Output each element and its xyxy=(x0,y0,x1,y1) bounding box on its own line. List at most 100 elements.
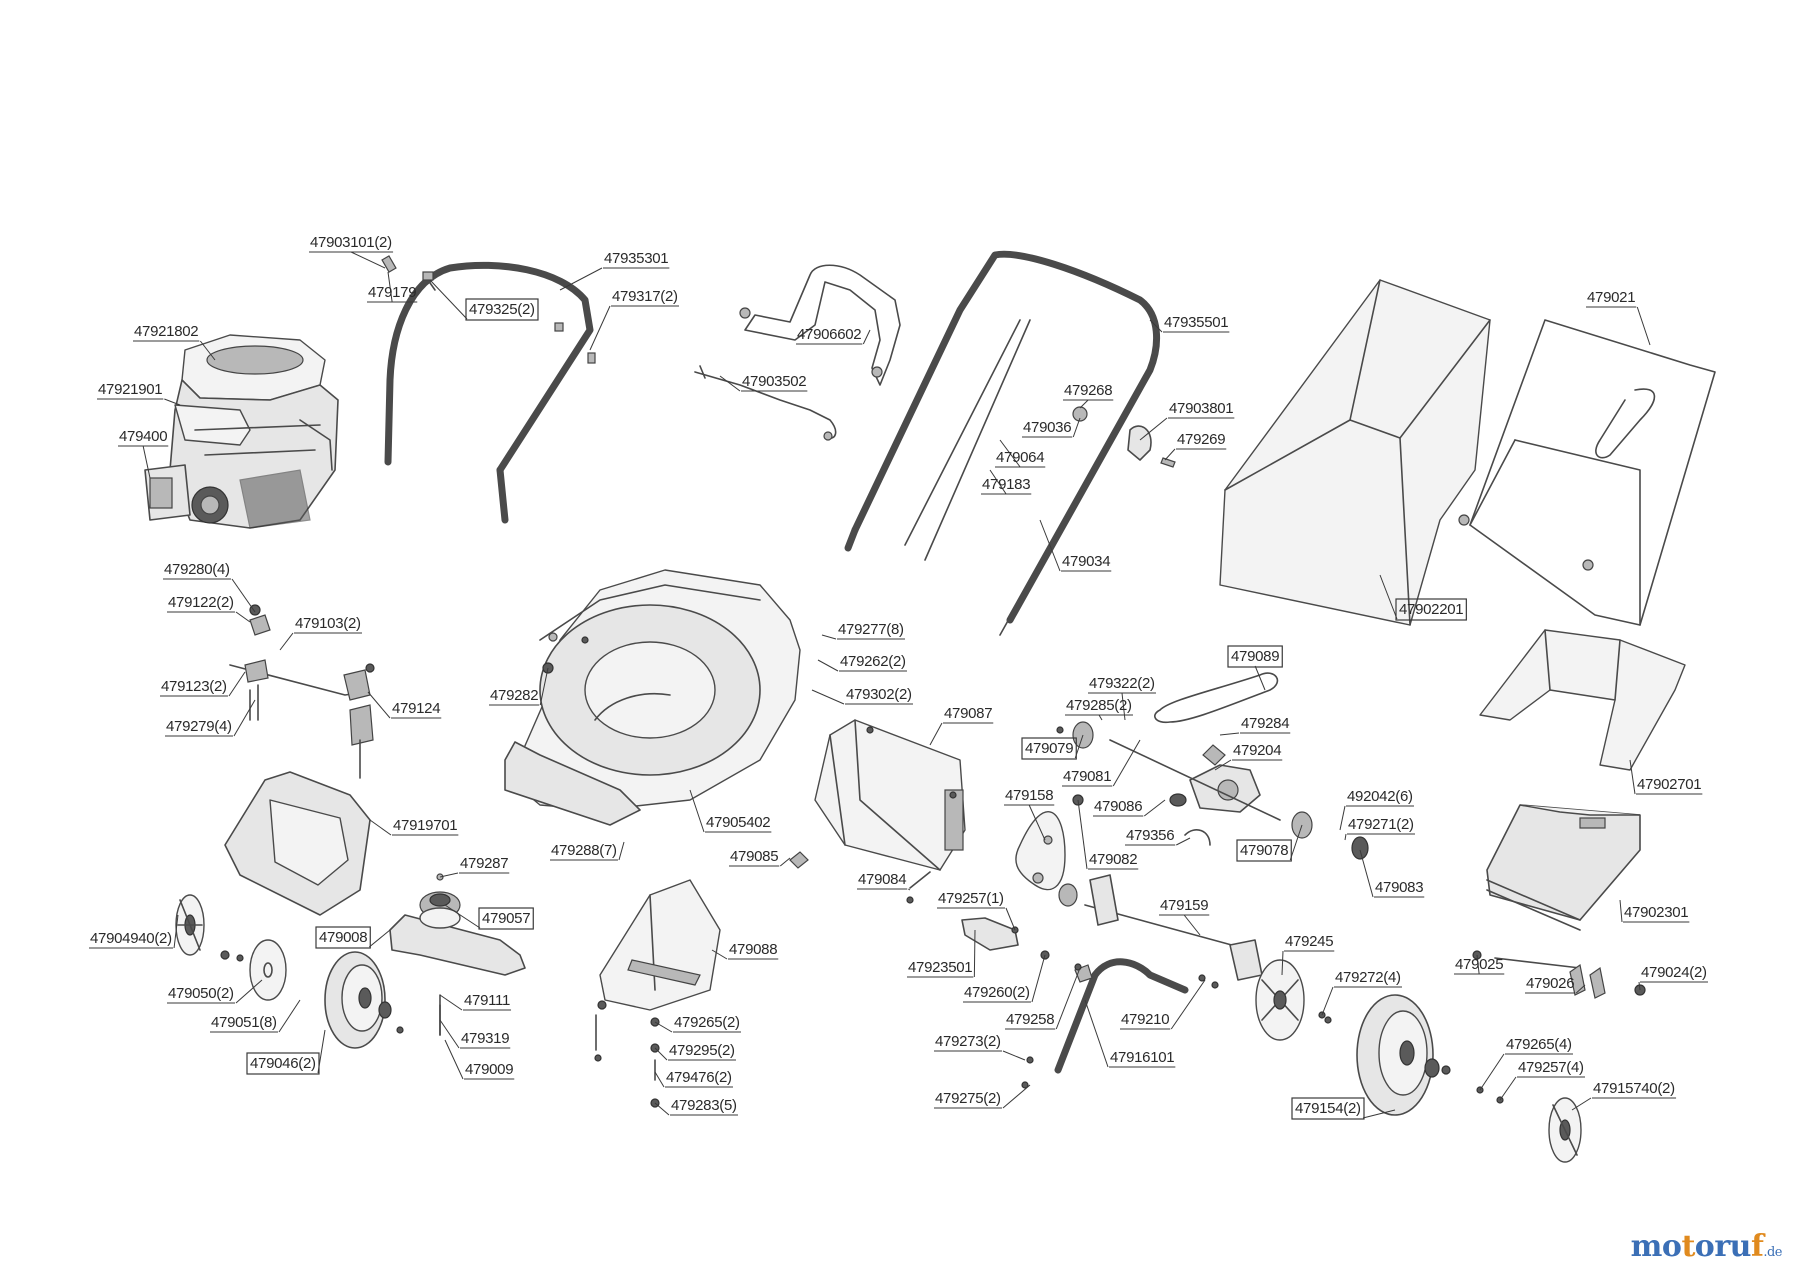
leader-line xyxy=(929,722,943,746)
svg-text:47902301: 47902301 xyxy=(1624,904,1688,921)
svg-text:479089: 479089 xyxy=(1231,648,1279,665)
svg-text:479081: 479081 xyxy=(1063,768,1111,785)
part-label: 479081 xyxy=(1063,768,1112,785)
svg-text:479317(2): 479317(2) xyxy=(612,288,678,305)
svg-text:479079: 479079 xyxy=(1025,740,1073,757)
leader-line xyxy=(228,671,246,697)
leader-line xyxy=(719,375,741,392)
leader-line xyxy=(429,279,468,320)
svg-text:479284: 479284 xyxy=(1241,715,1289,732)
svg-text:479282: 479282 xyxy=(490,687,538,704)
part-label: 479268 xyxy=(1064,382,1113,399)
svg-text:479280(4): 479280(4) xyxy=(164,561,230,578)
svg-text:47906602: 47906602 xyxy=(797,326,861,343)
part-label: 479257(1) xyxy=(938,890,1004,907)
washer-disc xyxy=(249,939,287,1001)
leader-line xyxy=(1289,824,1303,861)
svg-text:479400: 479400 xyxy=(119,428,167,445)
part-label: 479302(2) xyxy=(846,686,912,703)
leader-line xyxy=(278,999,301,1033)
rear-axle xyxy=(1054,874,1263,1074)
svg-text:479265(2): 479265(2) xyxy=(674,1014,740,1031)
discharge-cover xyxy=(1015,811,1066,891)
part-label: 47904940(2) xyxy=(90,930,172,947)
svg-text:479154(2): 479154(2) xyxy=(1295,1100,1361,1117)
rear-wheel xyxy=(1324,994,1451,1116)
svg-text:479476(2): 479476(2) xyxy=(666,1069,732,1086)
svg-text:479302(2): 479302(2) xyxy=(846,686,912,703)
rear-axle-rod xyxy=(1472,950,1646,999)
watermark-letter: t xyxy=(1681,1229,1695,1264)
svg-text:479283(5): 479283(5) xyxy=(671,1097,737,1114)
part-label: 479111 xyxy=(464,992,510,1009)
part-label: 479026 xyxy=(1526,975,1575,992)
svg-text:479124: 479124 xyxy=(392,700,440,717)
leader-line xyxy=(989,469,1007,495)
leader-line xyxy=(1055,967,1081,1030)
part-label: 479265(4) xyxy=(1506,1036,1572,1053)
part-label: 492042(6) xyxy=(1347,788,1413,805)
svg-text:47904940(2): 47904940(2) xyxy=(90,930,172,947)
leader-line xyxy=(1143,799,1166,817)
leader-line xyxy=(654,1021,673,1033)
leader-line xyxy=(1571,1097,1592,1111)
part-label: 479271(2) xyxy=(1348,816,1414,833)
part-label: 479082 xyxy=(1089,851,1138,868)
leader-line xyxy=(559,267,603,291)
leader-line xyxy=(618,841,625,861)
leader-line xyxy=(1362,1109,1396,1119)
rear-hub-cap xyxy=(1476,1086,1582,1163)
leader-line xyxy=(1176,837,1191,846)
part-label: 479204 xyxy=(1233,742,1282,759)
watermark-letter: m xyxy=(1630,1229,1663,1264)
leader-line xyxy=(368,929,391,948)
leader-line xyxy=(1170,979,1206,1030)
part-label: 479087 xyxy=(944,705,993,722)
svg-text:479275(2): 479275(2) xyxy=(935,1090,1001,1107)
part-label: 479400 xyxy=(119,428,168,445)
leader-line xyxy=(439,994,463,1011)
part-label: 479284 xyxy=(1241,715,1290,732)
svg-text:47902201: 47902201 xyxy=(1399,601,1463,618)
part-label: 47921802 xyxy=(134,323,199,340)
svg-text:479257(4): 479257(4) xyxy=(1518,1059,1584,1076)
part-label: 47935301 xyxy=(604,250,669,267)
part-label: 479269 xyxy=(1177,431,1226,448)
svg-text:479210: 479210 xyxy=(1121,1011,1169,1028)
watermark-letter: f xyxy=(1750,1229,1764,1264)
part-label: 479025 xyxy=(1455,956,1504,973)
svg-text:479260(2): 479260(2) xyxy=(964,984,1030,1001)
lower-handle xyxy=(844,250,1176,636)
svg-text:479245: 479245 xyxy=(1285,933,1333,950)
part-label: 479103(2) xyxy=(295,615,361,632)
part-label: 479476(2) xyxy=(666,1069,732,1086)
leader-line xyxy=(1619,899,1623,923)
front-hub-cap xyxy=(175,894,244,962)
watermark-letter: o xyxy=(1661,1229,1682,1264)
front-guard xyxy=(224,771,444,916)
leader-line xyxy=(1002,1084,1031,1109)
part-label: 47905402 xyxy=(706,814,771,831)
svg-text:479084: 479084 xyxy=(858,871,906,888)
svg-text:479269: 479269 xyxy=(1177,431,1225,448)
leader-line xyxy=(689,789,705,833)
leader-line xyxy=(1344,833,1347,841)
part-label: 479356 xyxy=(1126,827,1175,844)
leader-line xyxy=(444,1039,464,1080)
leader-line xyxy=(1219,732,1240,736)
part-label: 479257(4) xyxy=(1518,1059,1584,1076)
leader-line xyxy=(1629,759,1636,795)
svg-text:479158: 479158 xyxy=(1005,787,1053,804)
part-number-labels: 47903101(2) 479179 479325(2) 47935301 47… xyxy=(90,234,1707,1120)
svg-text:479295(2): 479295(2) xyxy=(669,1042,735,1059)
leader-line xyxy=(369,819,392,836)
part-label: 479051(8) xyxy=(211,1014,277,1031)
part-label: 479078 xyxy=(1236,839,1292,862)
svg-text:47915740(2): 47915740(2) xyxy=(1593,1080,1675,1097)
site-watermark: motoruf.de xyxy=(1630,1229,1783,1264)
transmission xyxy=(1056,672,1369,860)
svg-text:479085: 479085 xyxy=(730,848,778,865)
svg-text:47923501: 47923501 xyxy=(908,959,972,976)
svg-text:479024(2): 479024(2) xyxy=(1641,964,1707,981)
svg-text:47905402: 47905402 xyxy=(706,814,770,831)
